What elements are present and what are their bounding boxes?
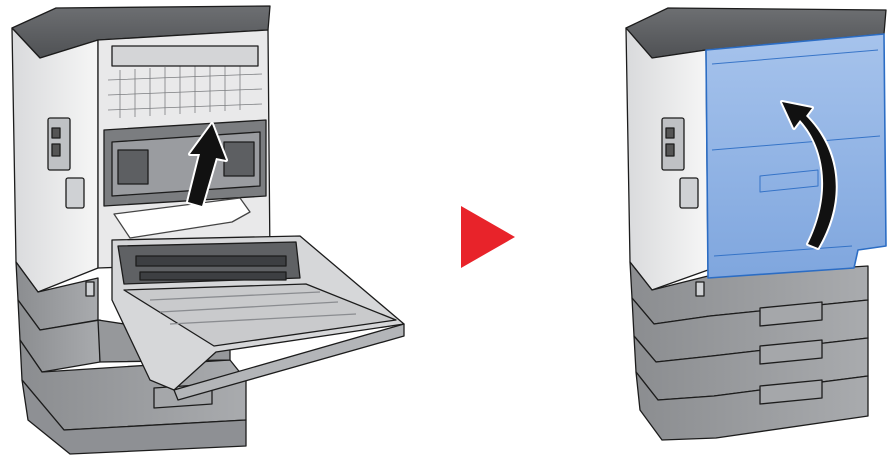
printer-closed-illustration	[626, 8, 886, 440]
rear-cover-blue	[706, 34, 886, 278]
next-step-arrow-icon	[461, 206, 515, 268]
printer-open-illustration	[12, 6, 404, 454]
